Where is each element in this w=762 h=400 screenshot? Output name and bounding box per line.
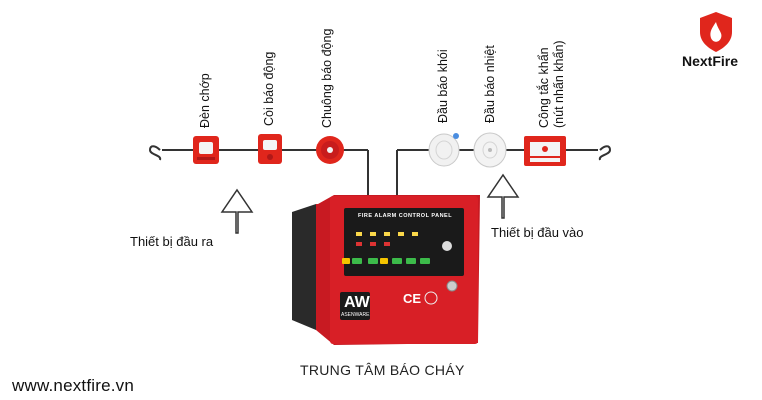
panel-header-text: FIRE ALARM CONTROL PANEL: [358, 213, 453, 219]
input-arrow-icon: [486, 173, 520, 219]
brand-name: NextFire: [682, 53, 739, 69]
panel-logo-sub: ASENWARE: [341, 312, 370, 318]
alarm-horn-icon: [258, 134, 282, 164]
strobe-light-icon: [193, 136, 219, 164]
label-bell: Chuông báo động: [320, 28, 334, 128]
label-smoke-detector: Đầu báo khói: [436, 49, 450, 123]
panel-caption: TRUNG TÂM BÁO CHÁY: [300, 362, 465, 378]
panel-ce-mark: CE: [403, 291, 422, 306]
label-horn: Còi báo động: [262, 51, 276, 126]
label-heat-detector: Đầu báo nhiệt: [483, 45, 497, 123]
label-strobe: Đèn chớp: [198, 73, 212, 128]
wire-break-left: [148, 145, 162, 161]
heat-detector-icon: [473, 132, 507, 168]
label-call-point-sub: (nút nhấn khẩn): [552, 40, 566, 128]
manual-call-point-icon: [524, 136, 566, 166]
input-devices-label: Thiết bị đầu vào: [491, 225, 584, 240]
wire-break-right: [598, 145, 612, 161]
alarm-bell-icon: [316, 136, 344, 164]
panel-logo: AW: [344, 294, 370, 311]
website-url[interactable]: www.nextfire.vn: [12, 376, 135, 395]
fire-alarm-control-panel: [292, 195, 480, 345]
output-arrow-icon: [220, 188, 254, 234]
label-call-point: Công tắc khẩn: [537, 47, 551, 128]
smoke-detector-icon: [428, 133, 460, 167]
output-devices-label: Thiết bị đầu ra: [130, 234, 214, 249]
